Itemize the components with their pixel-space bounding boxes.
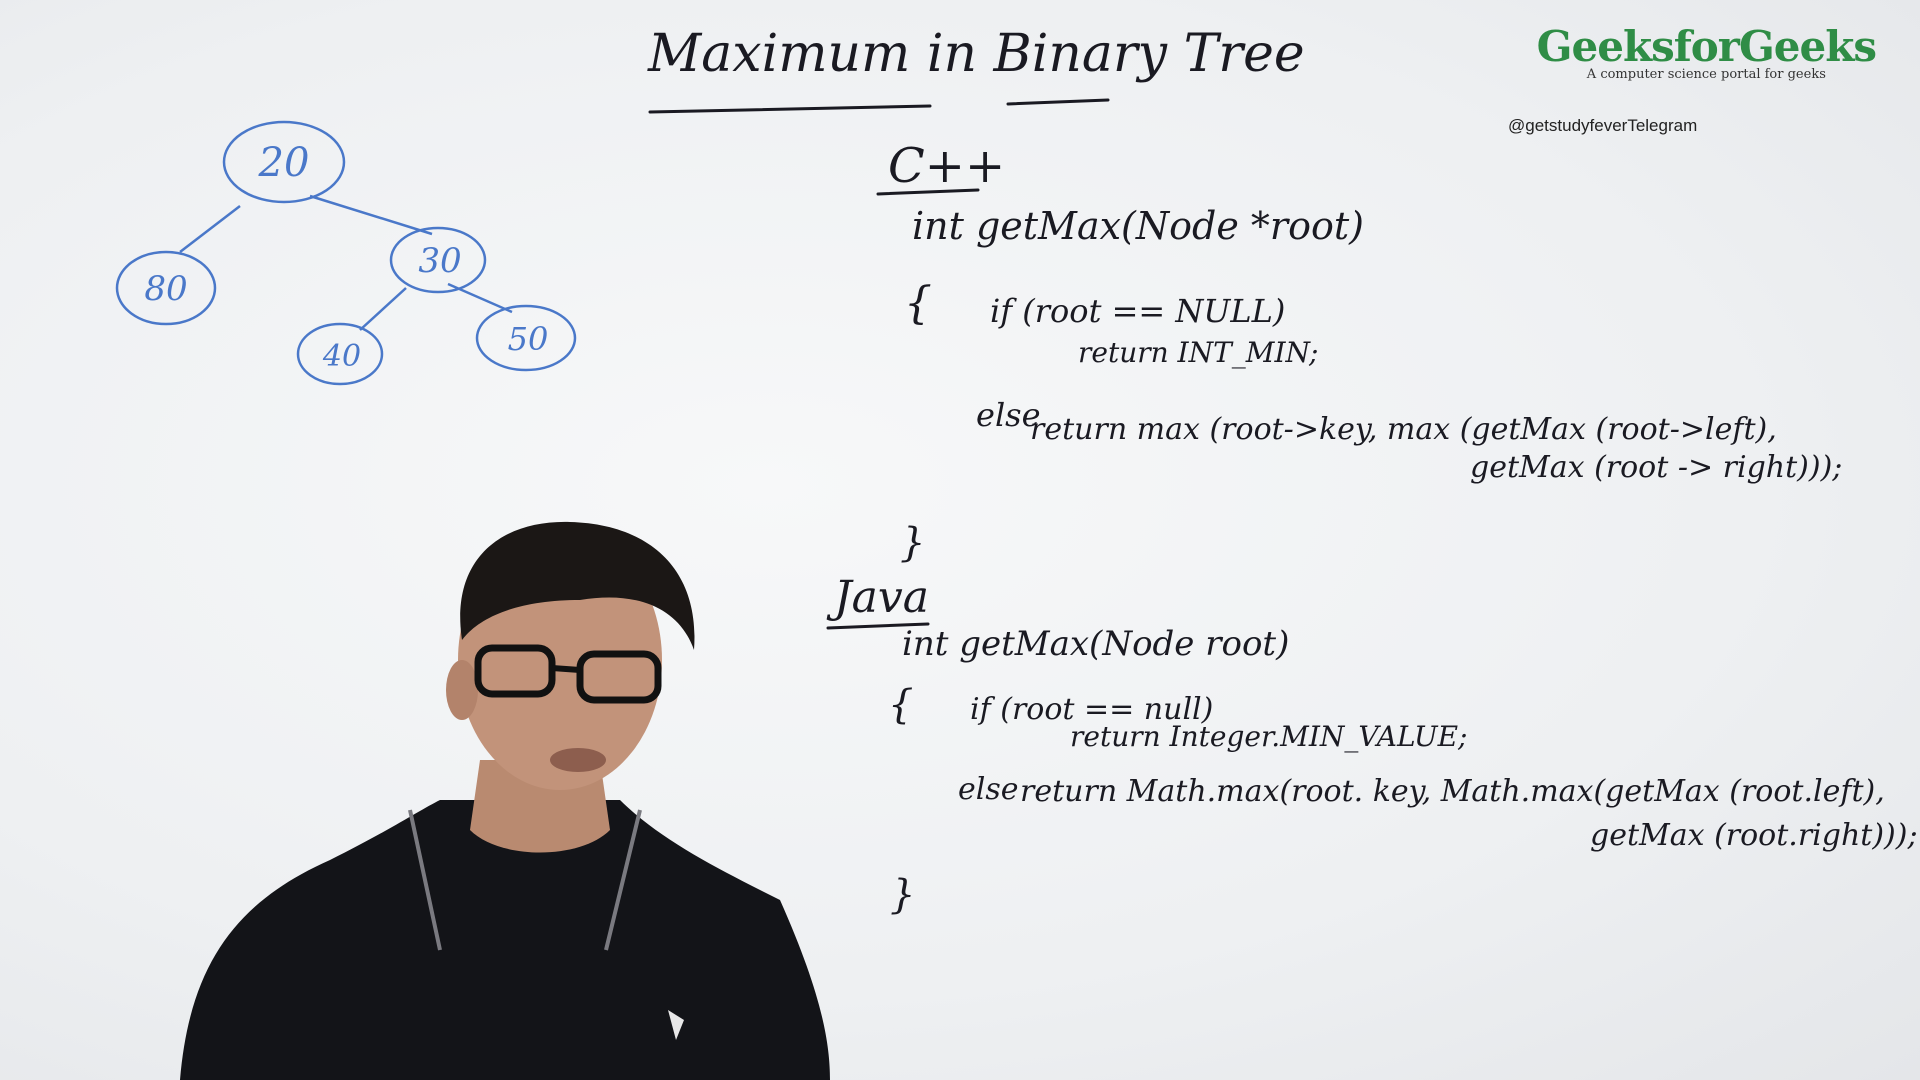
cpp-close-brace: }	[900, 520, 926, 566]
tree-node-root	[222, 120, 346, 204]
brand-tagline: A computer science portal for geeks	[1586, 67, 1826, 82]
brand-name: GeeksforGeeks	[1536, 22, 1877, 71]
java-return-min: return Integer.MIN_VALUE;	[1070, 720, 1468, 753]
tree-node-right-left-label: 40	[322, 339, 361, 374]
tree-node-right-label: 30	[418, 241, 461, 281]
cpp-signature: int getMax(Node *root)	[912, 204, 1364, 248]
tree-edge	[359, 287, 407, 331]
cpp-return-max-line2: getMax (root -> right)));	[1470, 450, 1843, 485]
board-title: Maximum in Binary Tree	[648, 24, 1305, 84]
java-close-brace: }	[890, 872, 916, 918]
java-return-max-line2: getMax (root.right)));	[1590, 818, 1918, 853]
tree-node-left	[115, 250, 217, 326]
cpp-return-min: return INT_MIN;	[1078, 336, 1319, 369]
java-return-max-line1: return Math.max(root. key, Math.max(getM…	[1020, 774, 1885, 809]
tree-node-right-right	[475, 304, 577, 372]
cpp-heading: C++	[888, 138, 1006, 194]
cpp-return-max-line1: return max (root->key, max (getMax (root…	[1030, 412, 1777, 447]
watermark-handle: @getstudyfeverTelegram	[1508, 116, 1698, 135]
tree-edge	[179, 205, 241, 253]
tree-node-right	[389, 226, 487, 294]
cpp-if-line: if (root == NULL)	[990, 292, 1286, 330]
tree-node-right-right-label: 50	[508, 320, 549, 358]
cpp-else: else	[976, 396, 1041, 434]
brand-logo: GeeksforGeeks A computer science portal …	[1536, 22, 1877, 82]
tree-edge	[309, 194, 433, 236]
cpp-open-brace: {	[904, 278, 932, 329]
java-else: else	[958, 772, 1019, 807]
java-if-line: if (root == null)	[970, 692, 1214, 727]
binary-tree-diagram: 20 80 30 40 50	[115, 120, 577, 386]
tree-node-left-label: 80	[144, 269, 187, 309]
tree-node-right-left	[296, 322, 384, 386]
java-signature: int getMax(Node root)	[902, 624, 1290, 664]
java-heading: Java	[834, 572, 929, 623]
java-open-brace: {	[888, 682, 914, 728]
tree-node-root-label: 20	[258, 140, 310, 186]
